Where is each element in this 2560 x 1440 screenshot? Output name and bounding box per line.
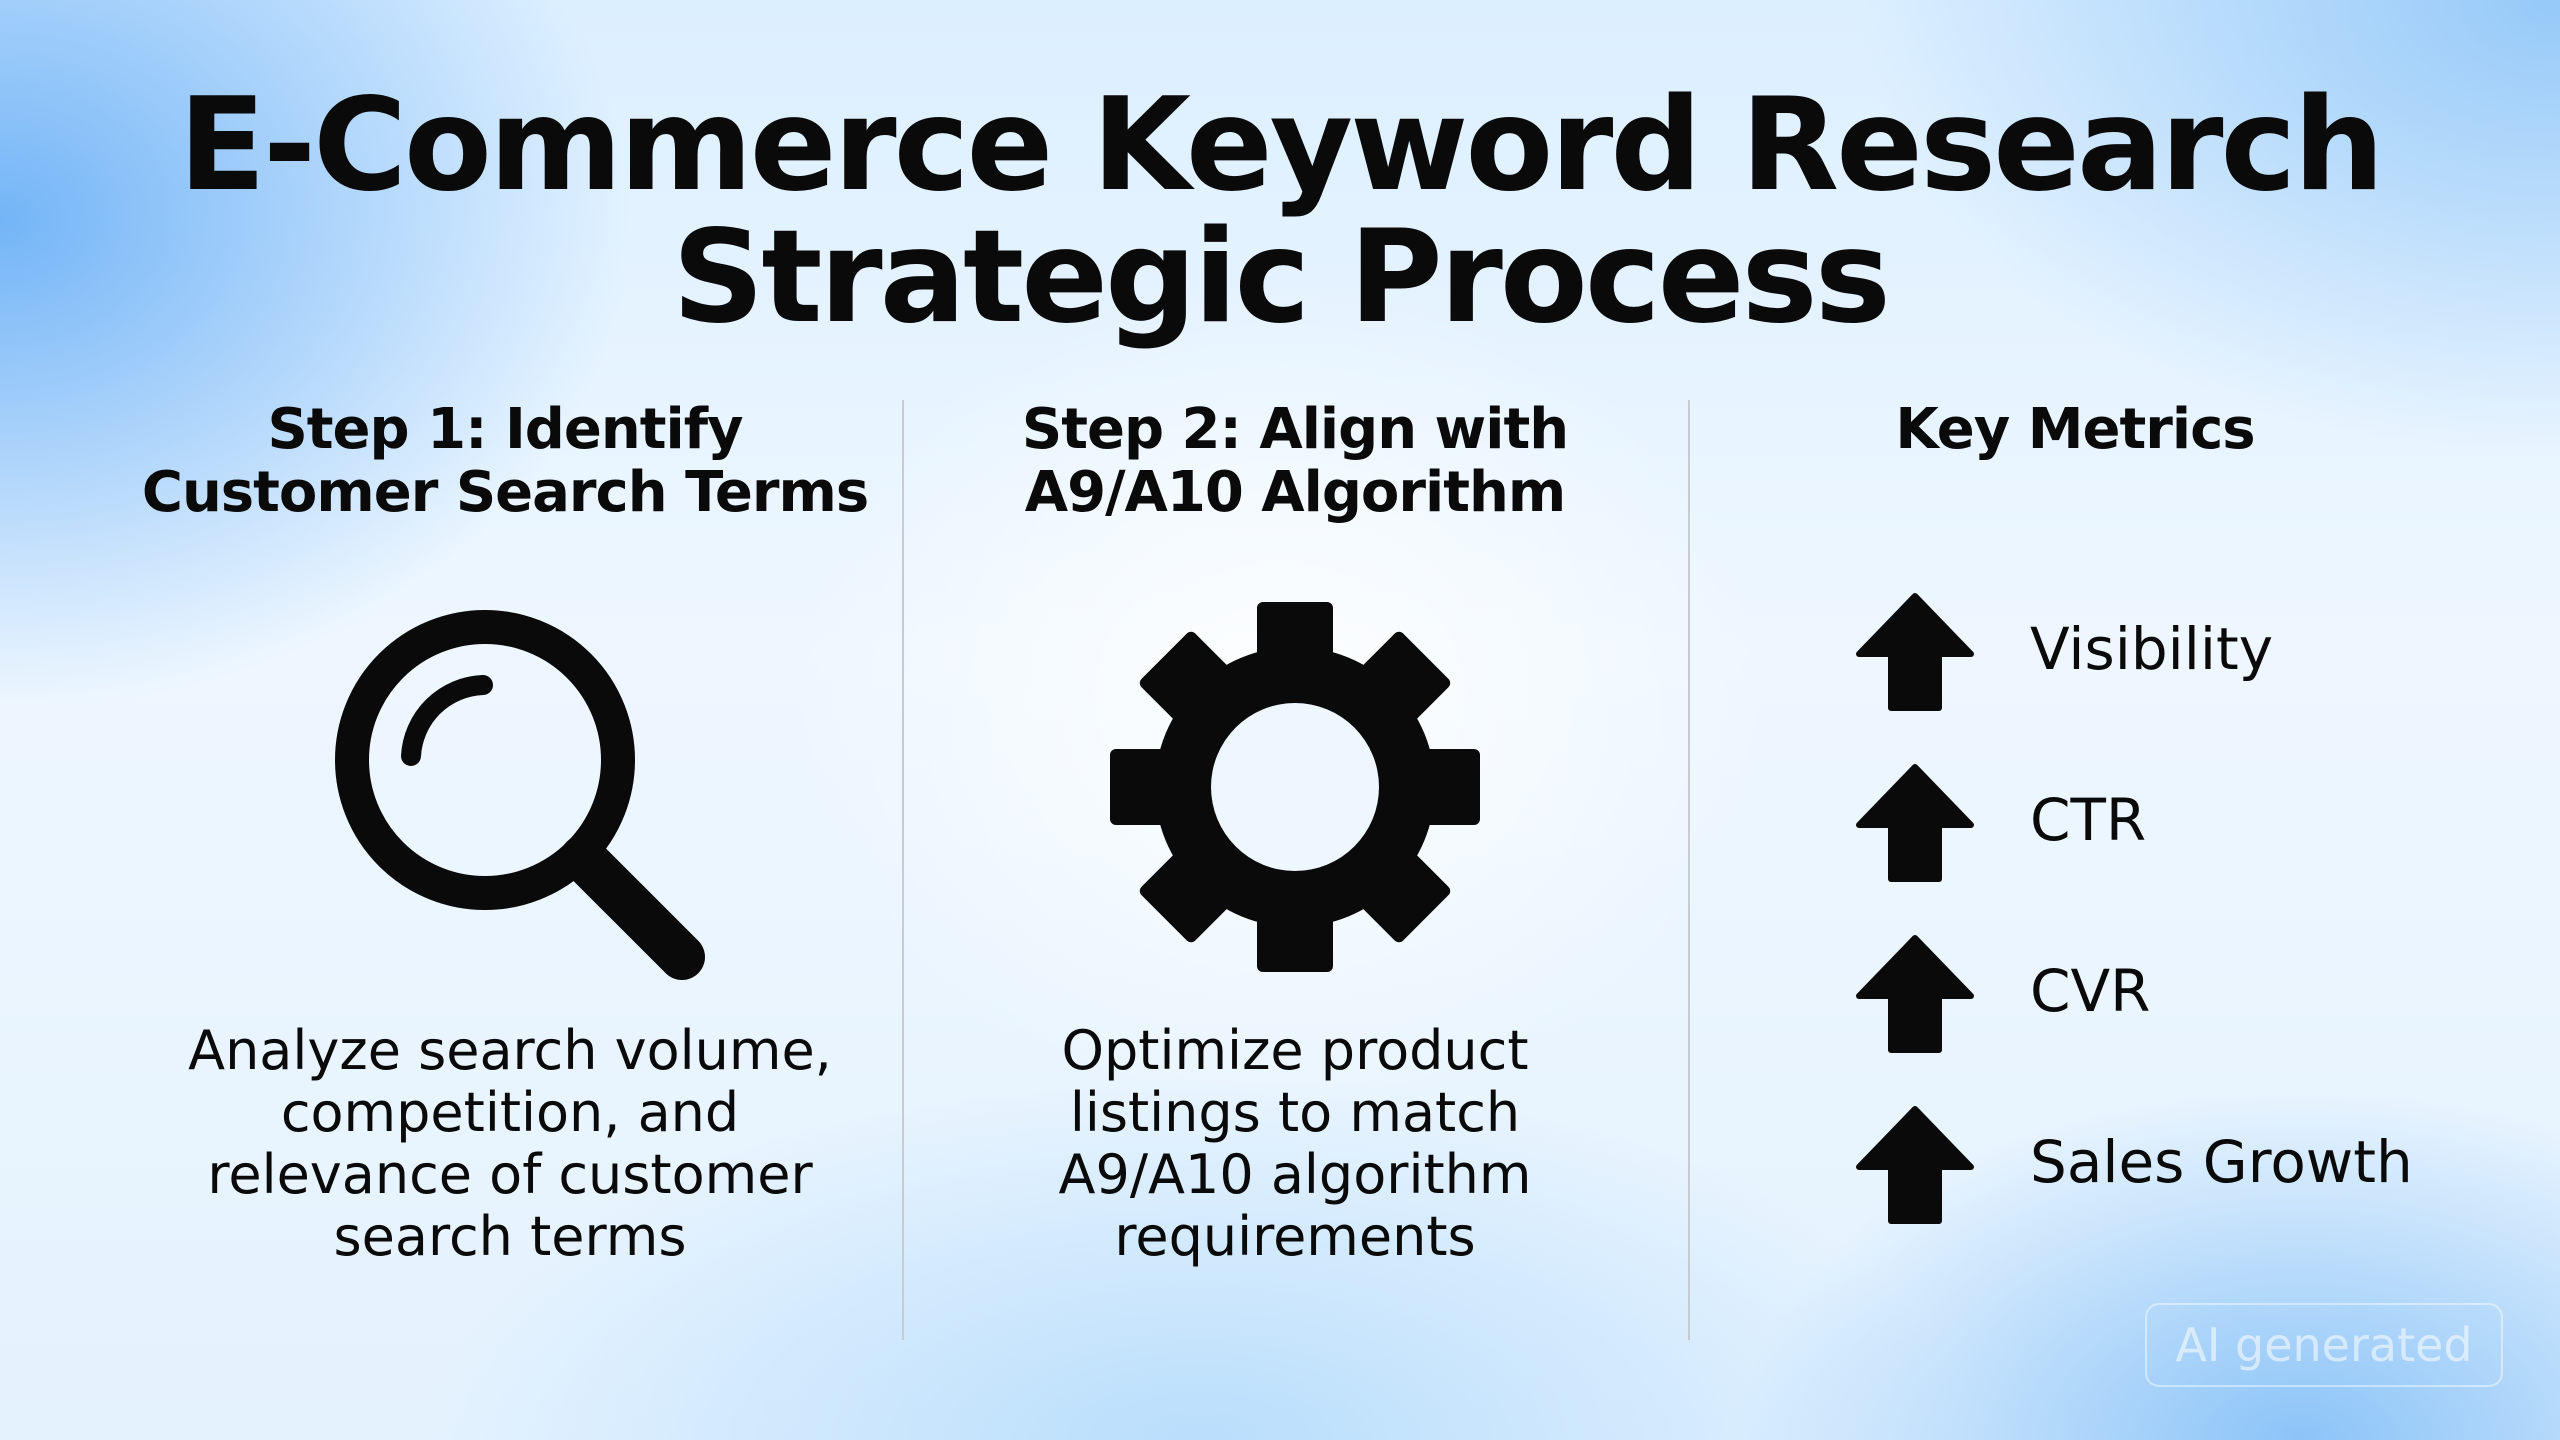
step-1-heading: Step 1: Identify Customer Search Terms	[141, 397, 869, 525]
arrow-up-icon	[1856, 1106, 1974, 1224]
page-title: E-Commerce Keyword Research Strategic Pr…	[0, 80, 2560, 344]
key-metrics-heading: Key Metrics	[1895, 397, 2255, 462]
ai-generated-watermark: AI generated	[2145, 1303, 2503, 1387]
metric-label: Sales Growth	[2030, 1128, 2413, 1196]
metric-label: Visibility	[2030, 615, 2274, 683]
metric-sales-growth: Sales Growth	[1855, 1105, 2455, 1225]
metric-ctr: CTR	[1855, 763, 2455, 883]
gear-icon	[1110, 602, 1480, 972]
metric-label: CTR	[2030, 786, 2147, 854]
arrow-up-icon	[1856, 593, 1974, 711]
arrow-up-icon	[1856, 935, 1974, 1053]
step-2-description: Optimize product listings to match A9/A1…	[1058, 1019, 1532, 1268]
metric-label: CVR	[2030, 957, 2151, 1025]
column-divider-2	[1688, 400, 1690, 1340]
magnifying-glass-icon	[335, 610, 705, 980]
metric-visibility: Visibility	[1855, 592, 2455, 712]
step-2-heading: Step 2: Align with A9/A10 Algorithm	[1021, 397, 1569, 525]
step-1-description: Analyze search volume, competition, and …	[188, 1019, 832, 1268]
page-title-line-2: Strategic Process	[672, 203, 1891, 352]
arrow-up-icon	[1856, 764, 1974, 882]
page-title-line-1: E-Commerce Keyword Research	[178, 71, 2385, 220]
metric-cvr: CVR	[1855, 934, 2455, 1054]
column-divider-1	[902, 400, 904, 1340]
